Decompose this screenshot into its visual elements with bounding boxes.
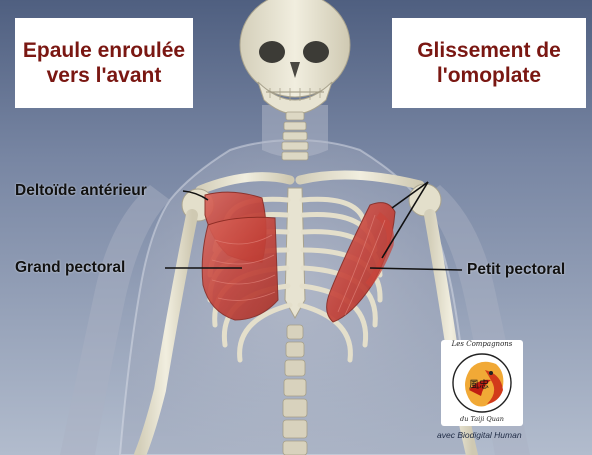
title-glissement-line1: Glissement de [417, 38, 561, 63]
logo-bottom-text: du Taiji Quan [441, 415, 523, 423]
label-grand-pectoral: Grand pectoral [15, 259, 125, 277]
compagnons-logo: Les Compagnons 風忠 du Taiji Quan [441, 340, 523, 426]
label-petit-pectoral: Petit pectoral [467, 261, 565, 279]
title-epaule-line2: vers l'avant [47, 63, 162, 88]
credit-text: avec Biodigital Human [437, 430, 522, 440]
title-glissement-line2: l'omoplate [437, 63, 541, 88]
title-box-epaule: Epaule enroulée vers l'avant [15, 18, 193, 108]
label-deltoid: Deltoïde antérieur [15, 182, 147, 200]
logo-glyphs: 風忠 [469, 379, 489, 391]
phoenix-emblem-icon: 風忠 [441, 340, 523, 426]
title-epaule-line1: Epaule enroulée [23, 38, 185, 63]
title-box-glissement: Glissement de l'omoplate [392, 18, 586, 108]
